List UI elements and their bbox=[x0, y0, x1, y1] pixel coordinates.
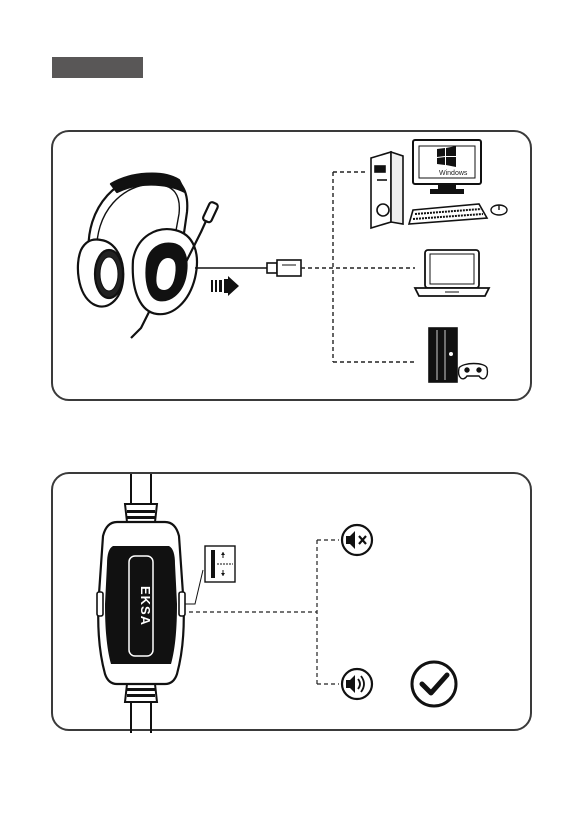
windows-label: Windows bbox=[439, 170, 468, 177]
gamepad-icon bbox=[459, 364, 488, 379]
connection-panel: Windows bbox=[51, 130, 532, 401]
controller-brand-label: EKSA bbox=[138, 586, 153, 626]
headset-icon bbox=[78, 174, 219, 338]
console-icon bbox=[429, 328, 457, 382]
volume-icon bbox=[342, 669, 372, 699]
section-header-bar bbox=[52, 57, 143, 78]
volume-slider-icon bbox=[205, 546, 235, 582]
usb-plug-icon bbox=[195, 260, 301, 276]
check-icon bbox=[412, 662, 456, 706]
inline-control-panel: EKSA bbox=[51, 472, 532, 731]
laptop-icon bbox=[415, 250, 489, 296]
keyboard-icon bbox=[409, 204, 487, 224]
pc-tower-icon bbox=[371, 152, 403, 228]
volume-wheel[interactable] bbox=[179, 592, 185, 616]
arrow-right-icon bbox=[211, 276, 239, 296]
mute-icon bbox=[342, 525, 372, 555]
monitor-icon: Windows bbox=[413, 140, 481, 193]
mouse-icon bbox=[491, 205, 507, 215]
